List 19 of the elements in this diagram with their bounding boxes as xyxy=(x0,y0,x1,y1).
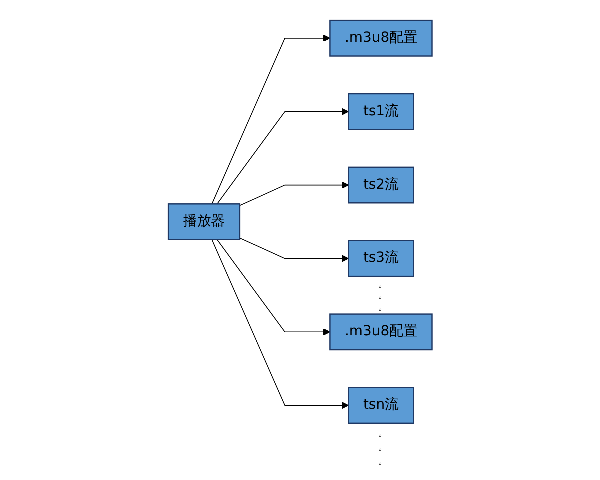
node-box: tsn流 xyxy=(348,387,414,424)
node-box: 播放器 xyxy=(168,204,240,240)
ellipsis-mark: 。 xyxy=(378,455,390,468)
arrow xyxy=(216,239,330,336)
arrow xyxy=(211,34,330,205)
node-box: .m3u8配置 xyxy=(329,314,432,351)
arrow xyxy=(239,238,349,262)
arrow xyxy=(216,108,349,205)
arrow xyxy=(239,182,349,206)
ellipsis-mark: 。 xyxy=(378,300,390,313)
ellipsis-mark: 。 xyxy=(378,289,390,302)
arrow xyxy=(211,239,349,410)
ellipsis-mark: 。 xyxy=(378,441,390,454)
node-box: ts2流 xyxy=(348,166,414,204)
node-box: .m3u8配置 xyxy=(329,20,432,57)
node-box: ts1流 xyxy=(348,93,414,130)
node-box: ts3流 xyxy=(348,240,414,278)
ellipsis-mark: 。 xyxy=(378,427,390,440)
ellipsis-mark: 。 xyxy=(378,278,390,290)
